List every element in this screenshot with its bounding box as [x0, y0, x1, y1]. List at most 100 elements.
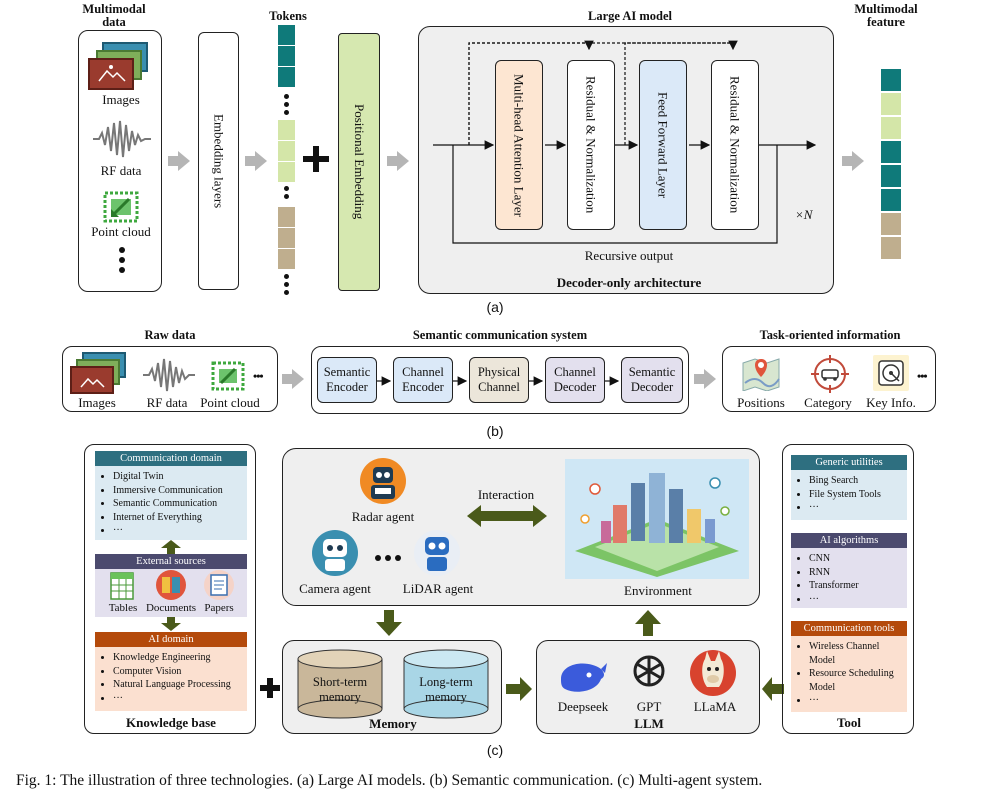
feature-tan — [880, 236, 902, 260]
flow-arrow-head — [178, 151, 190, 171]
list-item: ··· — [113, 524, 241, 538]
down-arrow-icon — [376, 610, 402, 636]
list-item: ··· — [113, 692, 241, 706]
multimodal-data-title: Multimodal data — [82, 2, 146, 29]
ellipsis-dot — [284, 94, 289, 99]
camera-agent-icon — [312, 530, 358, 576]
token-green — [277, 161, 296, 183]
down-arrow-icon — [161, 617, 181, 631]
interaction-label: Interaction — [477, 487, 535, 502]
flow-arrow — [245, 156, 255, 166]
llama-label: LLaMA — [693, 699, 737, 714]
task-info-title: Task-oriented information — [759, 328, 901, 342]
ellipsis-dot — [284, 102, 289, 107]
feature-green — [880, 92, 902, 116]
gpt-logo-icon — [633, 655, 665, 687]
flow-arrow-head — [397, 151, 409, 171]
token-teal — [277, 45, 296, 67]
list-item: CNN — [809, 552, 901, 566]
caption-b: (b) — [486, 423, 504, 439]
semantic-decoder-block: Semantic Decoder — [621, 357, 683, 403]
caption-c: (c) — [486, 742, 504, 758]
flow-arrow — [694, 374, 704, 384]
external-sources-box: Tables Documents Papers — [95, 569, 247, 617]
token-green — [277, 119, 296, 141]
deepseek-whale-icon — [561, 663, 607, 692]
up-arrow-icon — [161, 540, 181, 554]
list-item: Computer Vision — [113, 665, 241, 679]
comm-domain-header: Communication domain — [95, 451, 247, 466]
residual-normalization-2: Residual & Normalization — [711, 60, 759, 230]
rf-waveform-icon — [143, 358, 195, 392]
ellipsis: ••• — [253, 369, 264, 383]
list-item: Knowledge Engineering — [113, 651, 241, 665]
token-tan — [277, 206, 296, 228]
ellipsis-dot — [284, 110, 289, 115]
feature-green — [880, 116, 902, 140]
semantic-system-box: Semantic Encoder Channel Encoder Physica… — [311, 346, 689, 414]
memory-panel: Short-term memory Long-term memory Memor… — [282, 640, 502, 734]
plus-icon — [303, 146, 329, 172]
ellipsis-dot — [284, 194, 289, 199]
ellipsis: ••• — [917, 369, 928, 383]
short-term-memory-label: Short-term memory — [312, 675, 368, 704]
rf-data-label: RF data — [100, 163, 142, 178]
point-cloud-icon — [103, 191, 139, 223]
environment-label: Environment — [624, 583, 692, 598]
camera-agent-label: Camera agent — [299, 581, 371, 596]
tool-title: Tool — [836, 715, 862, 730]
list-item: Natural Language Processing — [113, 678, 241, 692]
ai-domain-header: AI domain — [95, 632, 247, 647]
semantic-system-title: Semantic communication system — [412, 328, 588, 342]
raw-data-box: Images RF data Point cloud ••• — [62, 346, 278, 412]
system-connectors — [376, 376, 620, 386]
feature-tan — [880, 212, 902, 236]
residual-normalization-1: Residual & Normalization — [567, 60, 615, 230]
figure-caption: Fig. 1: The illustration of three techno… — [16, 772, 763, 789]
generic-utilities-list: Bing Search File System Tools ··· — [791, 470, 907, 520]
flow-arrow-head — [852, 151, 864, 171]
rf-data-label: RF data — [146, 395, 188, 410]
flow-arrow — [168, 156, 178, 166]
images-label: Images — [102, 92, 140, 107]
multi-head-attention-layer: Multi-head Attention Layer — [495, 60, 543, 230]
documents-label: Documents — [145, 602, 197, 614]
knowledge-base-panel: Communication domain Digital Twin Immers… — [84, 444, 256, 734]
semantic-encoder-block: Semantic Encoder — [317, 357, 377, 403]
lidar-agent-icon — [414, 530, 460, 576]
environment-image — [565, 459, 749, 579]
positional-embedding-box: Positional Embedding — [338, 33, 380, 291]
caption-a: (a) — [486, 299, 504, 315]
plus-icon — [260, 678, 280, 698]
ellipsis-dot — [119, 247, 125, 253]
tool-panel: Generic utilities Bing Search File Syste… — [782, 444, 914, 734]
list-item: Semantic Communication — [113, 497, 241, 511]
ellipsis-dot — [395, 555, 401, 561]
token-teal — [277, 24, 296, 46]
embedding-layers-box: Embedding layers — [198, 32, 239, 290]
large-ai-model-title: Large AI model — [587, 9, 673, 23]
feature-teal — [880, 140, 902, 164]
up-arrow-icon — [635, 610, 661, 636]
ellipsis-dot — [284, 186, 289, 191]
token-tan — [277, 248, 296, 270]
llama-icon — [690, 650, 736, 696]
point-cloud-icon — [211, 361, 245, 391]
ai-algorithms-list: CNN RNN Transformer ··· — [791, 548, 907, 608]
images-icon — [88, 42, 148, 90]
ellipsis-dot — [385, 555, 391, 561]
ellipsis-dot — [284, 274, 289, 279]
external-sources-header: External sources — [95, 554, 247, 569]
tables-icon — [110, 572, 134, 600]
left-arrow-icon — [762, 677, 784, 701]
physical-channel-block: Physical Channel — [469, 357, 529, 403]
channel-encoder-block: Channel Encoder — [393, 357, 453, 403]
feature-teal — [880, 188, 902, 212]
generic-utilities-header: Generic utilities — [791, 455, 907, 470]
multimodal-data-box: Images RF data Point cloud — [78, 30, 162, 292]
ellipsis-dot — [119, 267, 125, 273]
llm-title: LLM — [634, 716, 664, 731]
papers-icon — [204, 570, 234, 600]
flow-arrow — [842, 156, 852, 166]
flow-arrow-head — [704, 369, 716, 389]
